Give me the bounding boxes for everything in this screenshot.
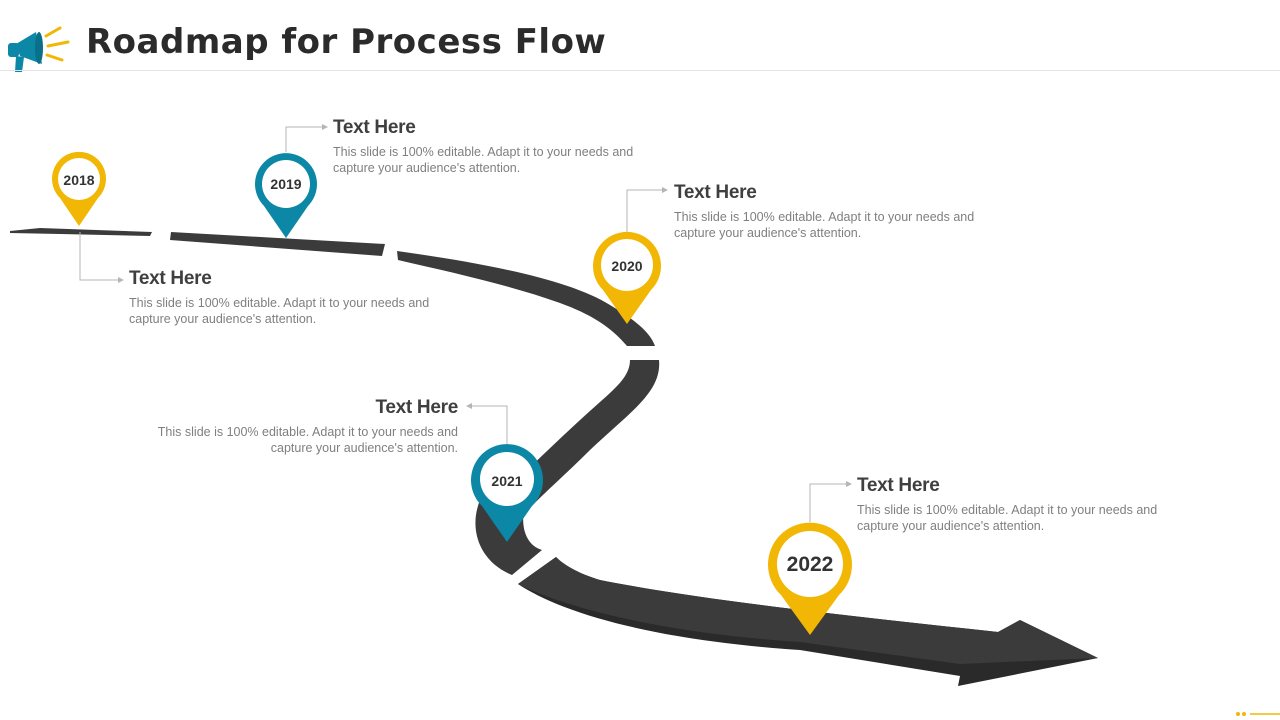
- megaphone-icon: [8, 26, 70, 72]
- map-pin-2018: [52, 151, 106, 226]
- callout-heading: Text Here: [375, 397, 459, 418]
- map-pin-2021: [471, 444, 543, 542]
- pin-year-2018: 2018: [63, 172, 95, 188]
- map-pin-2022: [768, 522, 852, 635]
- callout-2021: Text Here This slide is 100% editable. A…: [148, 397, 459, 456]
- callout-heading: Text Here: [857, 475, 940, 496]
- footer-dots-decoration: [1236, 712, 1280, 716]
- pin-year-2020: 2020: [611, 258, 643, 274]
- callout-body: This slide is 100% editable. Adapt it to…: [674, 210, 975, 240]
- slide-header: Roadmap for Process Flow: [0, 0, 1280, 72]
- pin-year-2019: 2019: [270, 176, 302, 192]
- callout-heading: Text Here: [674, 182, 757, 203]
- road-segment-1: [10, 228, 152, 236]
- callout-heading: Text Here: [333, 117, 416, 138]
- header-divider: [0, 70, 1280, 71]
- callout-2019: Text Here This slide is 100% editable. A…: [333, 117, 643, 176]
- pin-year-2021: 2021: [491, 473, 523, 489]
- callout-2018: Text Here This slide is 100% editable. A…: [129, 268, 439, 327]
- callout-2022: Text Here This slide is 100% editable. A…: [857, 475, 1167, 534]
- road-segment-3: [397, 251, 655, 346]
- road-segment-4: [506, 360, 660, 510]
- road-segment-2: [170, 232, 385, 256]
- callout-body: This slide is 100% editable. Adapt it to…: [157, 425, 458, 455]
- pin-year-2022: 2022: [786, 553, 834, 576]
- callout-2020: Text Here This slide is 100% editable. A…: [674, 182, 984, 241]
- callout-body: This slide is 100% editable. Adapt it to…: [333, 145, 634, 175]
- callout-heading: Text Here: [129, 268, 212, 289]
- map-pin-2020: [593, 231, 661, 324]
- page-title: Roadmap for Process Flow: [86, 22, 607, 62]
- map-pin-2019: [255, 153, 317, 238]
- callout-body: This slide is 100% editable. Adapt it to…: [857, 503, 1158, 533]
- callout-body: This slide is 100% editable. Adapt it to…: [129, 296, 430, 326]
